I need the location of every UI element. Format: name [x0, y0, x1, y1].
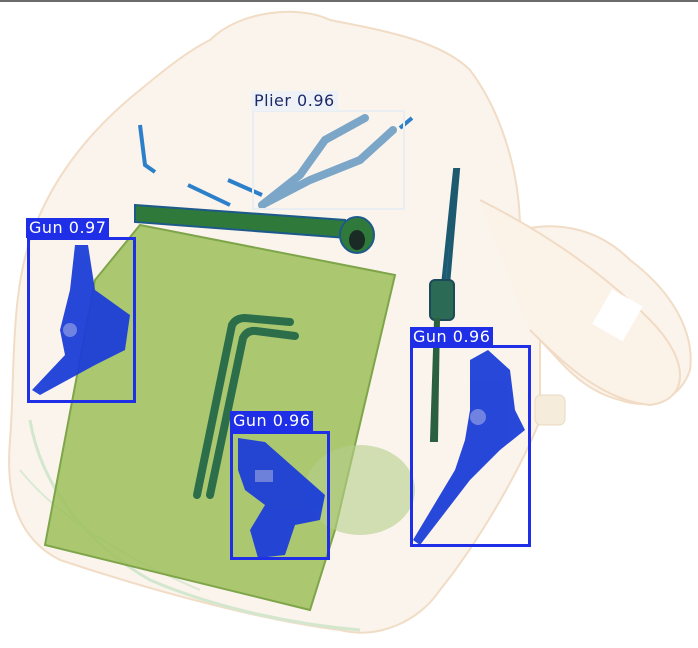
detection-label-plier: Plier 0.96	[251, 91, 338, 111]
detection-label-gun-1: Gun 0.97	[26, 218, 110, 238]
detection-box-gun-1[interactable]	[27, 237, 136, 403]
detection-box-gun-2[interactable]	[230, 431, 330, 560]
detection-box-gun-3[interactable]	[410, 345, 531, 547]
vertical-rod	[429, 168, 461, 442]
plier-shape	[258, 114, 397, 209]
gun-2-silhouette	[238, 438, 325, 558]
detection-box-plier[interactable]	[252, 110, 405, 210]
safety-pins	[138, 116, 414, 207]
l-bars	[193, 313, 299, 499]
wrench-bar	[134, 203, 375, 254]
detection-label-gun-2: Gun 0.96	[230, 411, 314, 431]
gun-1-silhouette	[32, 245, 130, 395]
window-top-border	[0, 0, 698, 2]
gun-3-silhouette	[413, 350, 525, 545]
detection-label-gun-3: Gun 0.96	[410, 327, 494, 347]
